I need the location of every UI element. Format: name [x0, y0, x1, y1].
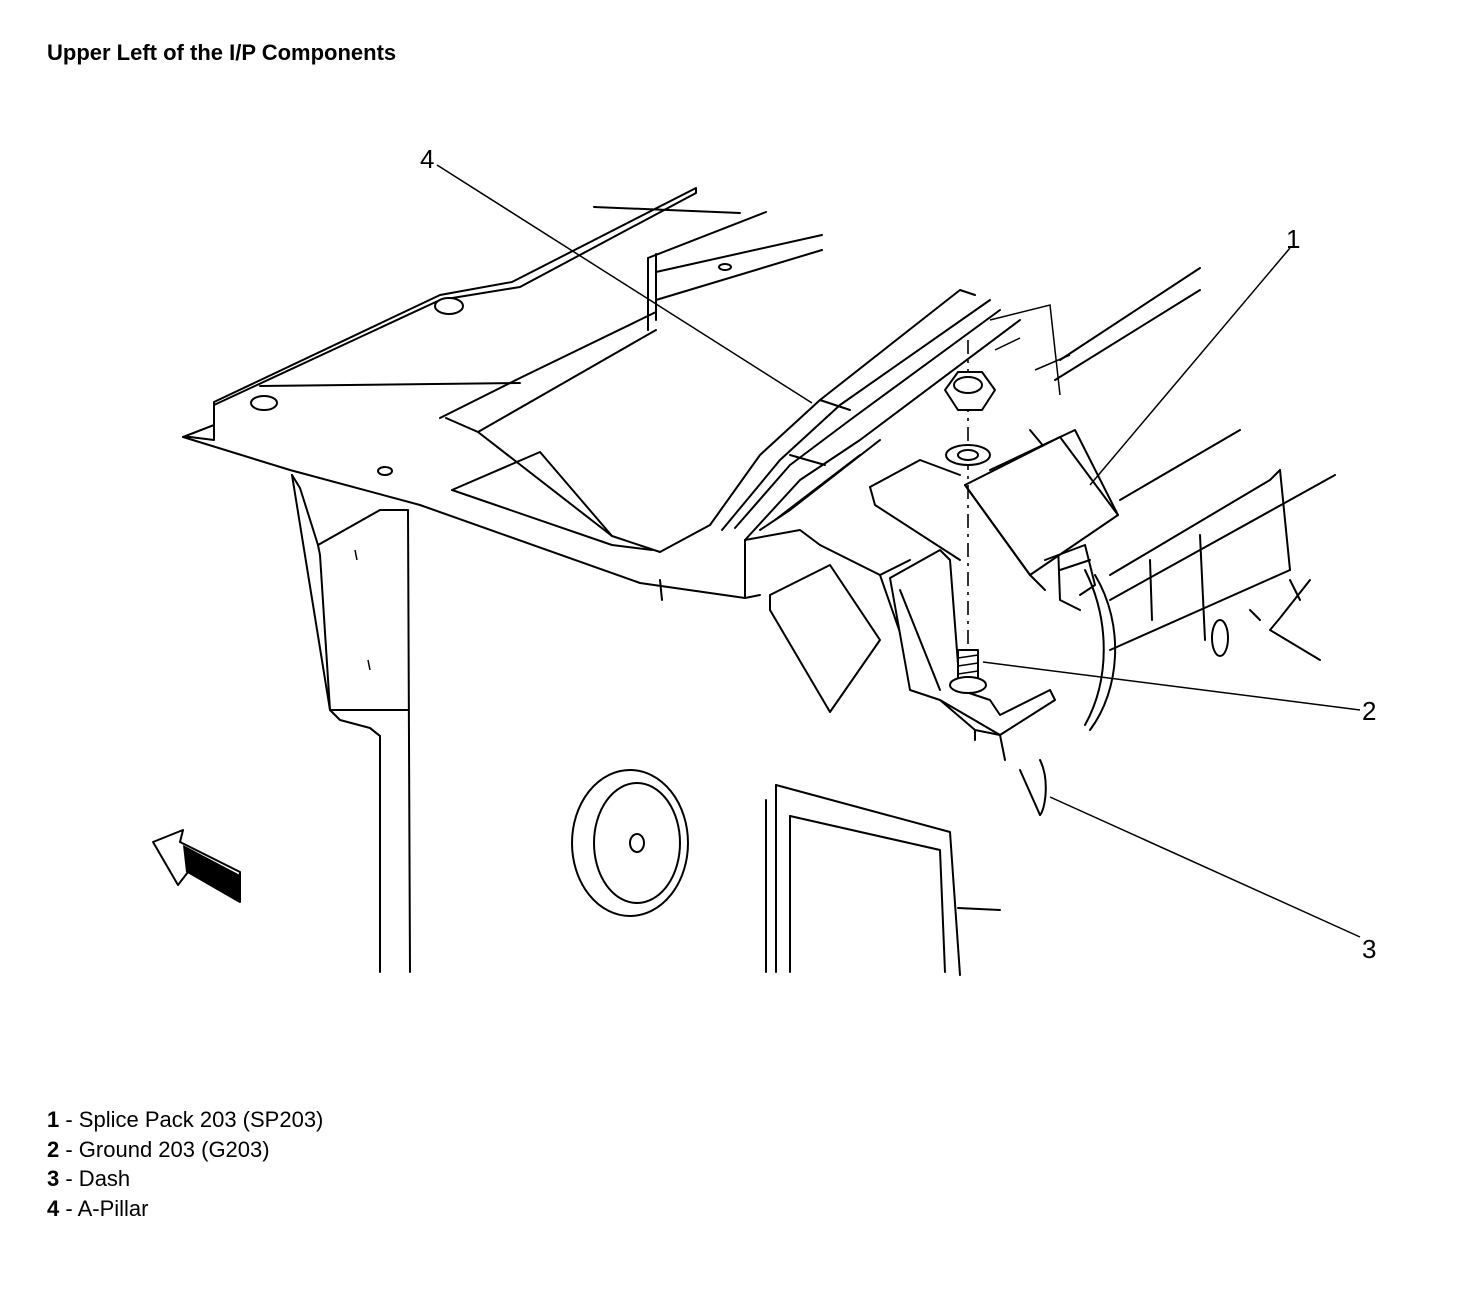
- callout-1: 1: [1286, 224, 1300, 254]
- instrument-panel-top: [182, 187, 823, 599]
- legend: 1 - Splice Pack 203 (SP203) 2 - Ground 2…: [47, 1105, 323, 1223]
- right-body-structure: [1054, 267, 1336, 661]
- callout-2: 2: [1362, 696, 1376, 726]
- legend-item: 3 - Dash: [47, 1166, 131, 1191]
- splice-pack-sp203: [964, 429, 1119, 596]
- callout-4: 4: [420, 144, 434, 174]
- leader-lines: [436, 164, 1361, 938]
- ground-g203: [944, 340, 996, 694]
- legend-item: 1 - Splice Pack 203 (SP203): [47, 1107, 324, 1132]
- legend-item: 2 - Ground 203 (G203): [47, 1136, 270, 1162]
- dash-panel-lower: [571, 579, 1001, 976]
- left-support-bracket: [291, 474, 411, 973]
- a-pillar: [709, 289, 1021, 713]
- legend-item: 4 - A-Pillar: [47, 1195, 149, 1221]
- callout-3: 3: [1362, 934, 1376, 964]
- wiring-harness: [1019, 569, 1117, 816]
- forward-arrow-icon: [152, 829, 241, 903]
- diagram-title: Upper Left of the I/P Components: [47, 40, 397, 65]
